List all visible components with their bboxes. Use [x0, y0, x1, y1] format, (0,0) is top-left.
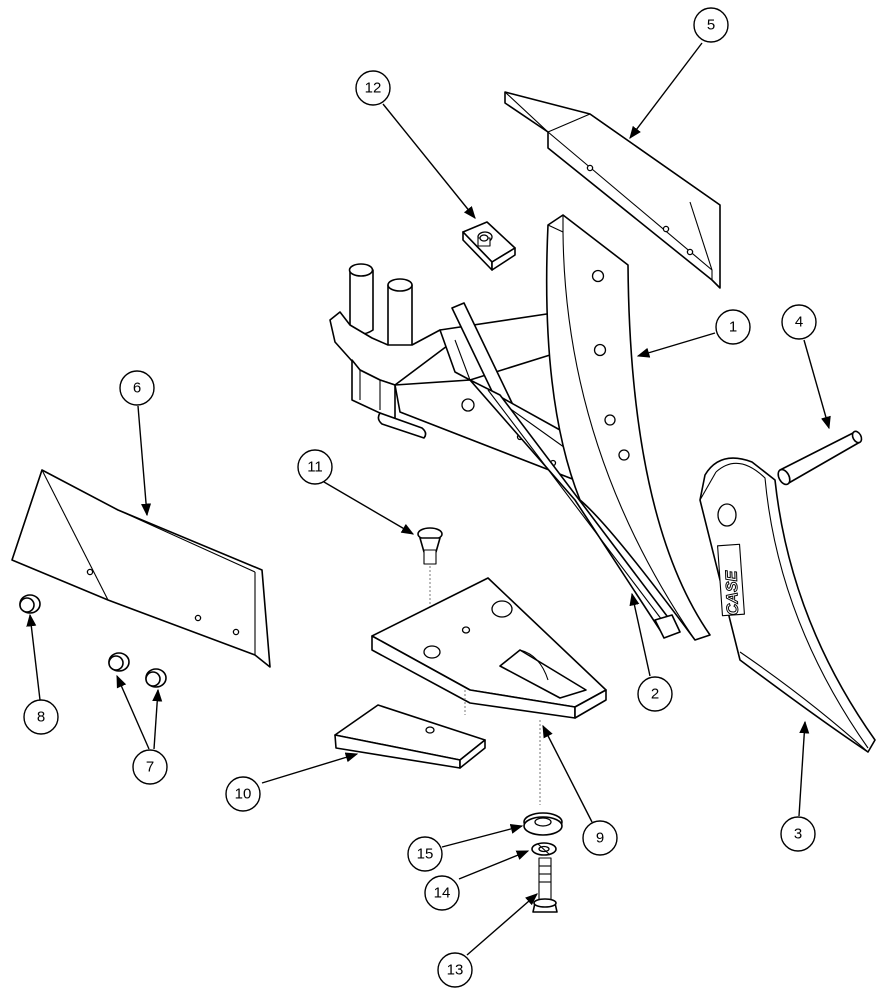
callout-4: 4 [781, 304, 817, 340]
callout-3: 3 [780, 816, 816, 852]
callout-13: 13 [437, 952, 473, 988]
callout-4-label: 4 [795, 314, 803, 331]
callout-12-label: 12 [365, 80, 382, 97]
part-1-curved-shin [545, 214, 711, 641]
case-logo: CASE [717, 543, 745, 617]
callout-9: 9 [582, 820, 618, 856]
callout-5-label: 5 [707, 17, 715, 34]
callout-7: 7 [132, 749, 168, 785]
callout-14-label: 14 [434, 885, 451, 902]
part-13-hex-bolt [532, 857, 558, 913]
part-3-shank: CASE [699, 457, 876, 753]
callout-15-label: 15 [417, 846, 434, 863]
part-8-plug [19, 594, 41, 614]
callout-10-label: 10 [235, 786, 252, 803]
callout-11-label: 11 [307, 459, 323, 476]
callout-15: 15 [407, 836, 443, 872]
callout-11: 11 [297, 449, 333, 485]
part-4-pin [777, 430, 863, 486]
case-logo-text: CASE [723, 569, 742, 615]
callout-1: 1 [715, 309, 751, 345]
callout-13-label: 13 [447, 962, 464, 979]
callout-2-label: 2 [651, 686, 659, 703]
part-11-flat-head-bolt [417, 527, 443, 565]
callout-7-label: 7 [146, 759, 154, 776]
callout-8: 8 [23, 699, 59, 735]
part-9-point [371, 577, 607, 719]
callout-9-label: 9 [596, 830, 604, 847]
callout-2: 2 [637, 676, 673, 712]
leader-lines [26, 42, 831, 956]
part-5-wing-plate [504, 91, 721, 289]
callout-12: 12 [355, 70, 391, 106]
part-15-washer [523, 812, 563, 836]
part-6-left-wing-plate [11, 469, 271, 668]
callout-14: 14 [424, 875, 460, 911]
callout-3-label: 3 [794, 826, 802, 843]
callout-8-label: 8 [37, 709, 45, 726]
callout-5: 5 [693, 7, 729, 43]
callout-10: 10 [225, 776, 261, 812]
part-12-clip-nut [462, 221, 516, 271]
callout-6: 6 [119, 370, 155, 406]
callout-1-label: 1 [729, 319, 737, 336]
part-10-wedge [334, 704, 486, 769]
part-14-lock-washer [531, 842, 557, 856]
callout-6-label: 6 [133, 380, 141, 397]
part-7-plugs [108, 652, 167, 688]
